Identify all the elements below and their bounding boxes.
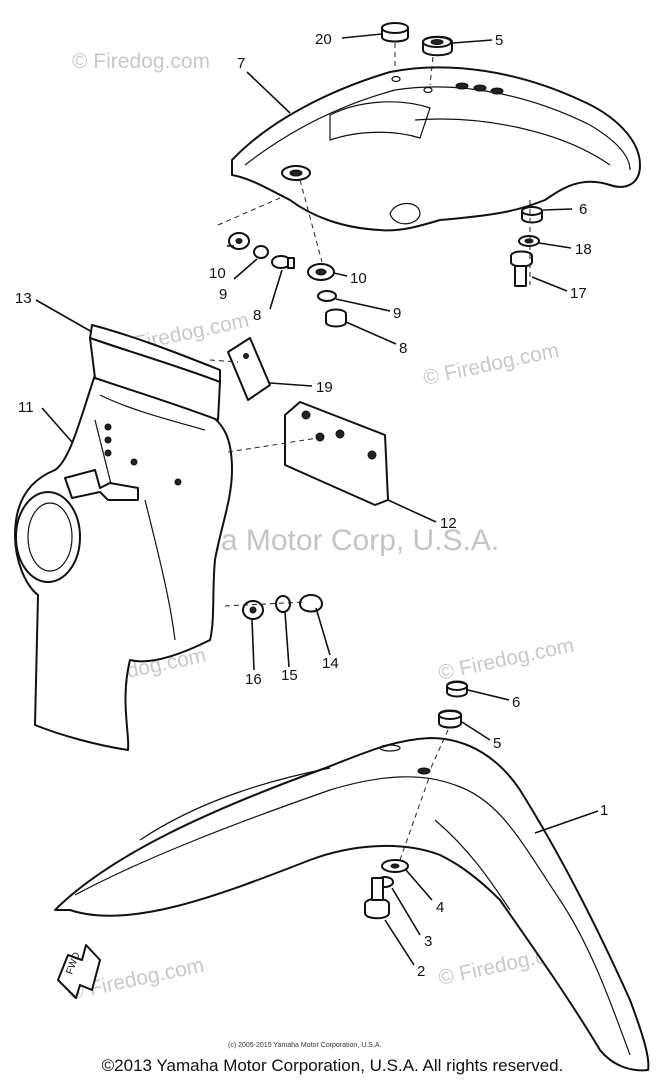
callout-3: 3	[424, 933, 432, 950]
footer-copyright: ©2013 Yamaha Motor Corporation, U.S.A. A…	[101, 1056, 564, 1075]
rear-fender	[231, 66, 641, 232]
callout-6: 6	[579, 201, 587, 218]
callout-9: 9	[219, 286, 227, 303]
collar-6-top	[521, 206, 543, 224]
front-fender	[54, 737, 650, 1072]
watermark-site: © Firedog.com	[421, 339, 561, 390]
callout-9: 9	[393, 305, 401, 322]
callout-15: 15	[281, 667, 298, 684]
lockwasher-15	[275, 595, 291, 613]
callout-7: 7	[237, 55, 245, 72]
grommet-20	[381, 22, 409, 72]
plate-12	[227, 401, 389, 506]
callout-1: 1	[600, 802, 608, 819]
fwd-arrow: FWD	[57, 944, 101, 999]
bolt-17	[510, 250, 533, 287]
callout-2: 2	[417, 963, 425, 980]
washer-18	[518, 235, 540, 247]
callout-numbers: 20 5 7 6 18 17 10 9 8 10 9 8 13 19 11 12…	[15, 31, 608, 980]
grommet-5-front	[438, 709, 462, 729]
callout-6: 6	[512, 694, 520, 711]
callout-11: 11	[18, 399, 34, 416]
callout-20: 20	[315, 31, 332, 48]
watermark-site: © Firedog.com	[72, 50, 210, 73]
callout-17: 17	[570, 285, 587, 302]
collar-6-front	[446, 680, 468, 698]
callout-10: 10	[350, 270, 367, 287]
bolt-8-left	[271, 255, 295, 269]
callout-10: 10	[209, 265, 226, 282]
lockwasher-9-center	[317, 290, 337, 302]
callout-5: 5	[495, 32, 503, 49]
washer-10-center	[307, 263, 335, 281]
pad-13	[89, 324, 221, 421]
washer-4	[381, 859, 409, 873]
callout-12: 12	[440, 515, 457, 532]
plate-19	[209, 337, 271, 401]
washer-10-left	[228, 232, 250, 250]
callout-18: 18	[575, 241, 592, 258]
bolt-14	[299, 594, 323, 613]
leader-lines	[35, 33, 599, 966]
callout-8: 8	[399, 340, 407, 357]
watermark-site: © Firedog.com	[436, 634, 576, 685]
small-copyright: (c) 2005-2015 Yamaha Motor Corporation, …	[228, 1042, 381, 1049]
callout-13: 13	[15, 290, 32, 307]
bolt-8-center	[325, 308, 347, 328]
grommet-5-top	[422, 35, 453, 86]
callout-14: 14	[322, 655, 339, 672]
callout-19: 19	[316, 379, 333, 396]
callout-16: 16	[245, 671, 262, 688]
bolt-2	[364, 877, 390, 920]
lockwasher-9-left	[253, 245, 269, 259]
callout-5: 5	[493, 735, 501, 752]
callout-4: 4	[436, 899, 444, 916]
callout-8: 8	[253, 307, 261, 324]
number-plate	[14, 374, 233, 751]
washer-16	[242, 600, 264, 620]
